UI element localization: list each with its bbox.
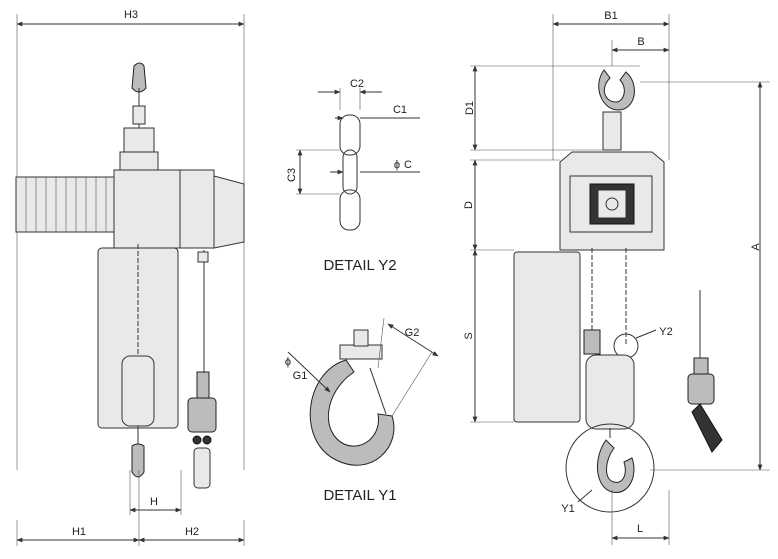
dim-g1-label: G1 (293, 370, 308, 382)
dim-d-label: D (463, 201, 475, 209)
front-view: B1 B (463, 10, 770, 545)
dim-a-label: A (750, 243, 762, 251)
dim-h-label: H (150, 496, 158, 508)
dim-y1-label: Y1 (561, 503, 574, 515)
dim-c1-label: C1 (393, 104, 407, 116)
detail-y1: ϕ G1 G2 DETAIL Y1 (285, 317, 439, 504)
dim-phi-symbol: ϕ (394, 159, 400, 171)
detail-y2-title: DETAIL Y2 (323, 257, 396, 274)
dim-h1-label: H1 (72, 526, 86, 538)
detail-y2: C2 C1 C3 ϕ C DETAIL Y2 (286, 78, 420, 274)
side-view: H3 (15, 9, 245, 546)
motor-fins (25, 177, 107, 232)
dim-l-label: L (637, 523, 643, 535)
dim-h2-label: H2 (185, 526, 199, 538)
dim-c-label: C (404, 159, 412, 171)
dim-h3-label: H3 (124, 9, 138, 21)
dim-b-label: B (637, 36, 644, 48)
detail-y1-title: DETAIL Y1 (323, 487, 396, 504)
dim-g2-label: G2 (405, 327, 420, 339)
dim-d1-label: D1 (464, 101, 476, 115)
dim-g1-phi: ϕ (285, 356, 291, 368)
dim-b1-label: B1 (604, 10, 617, 22)
dim-y2-label: Y2 (659, 326, 672, 338)
dim-c3-label: C3 (286, 168, 298, 182)
dim-c2-label: C2 (350, 78, 364, 90)
dim-s-label: S (463, 332, 475, 339)
